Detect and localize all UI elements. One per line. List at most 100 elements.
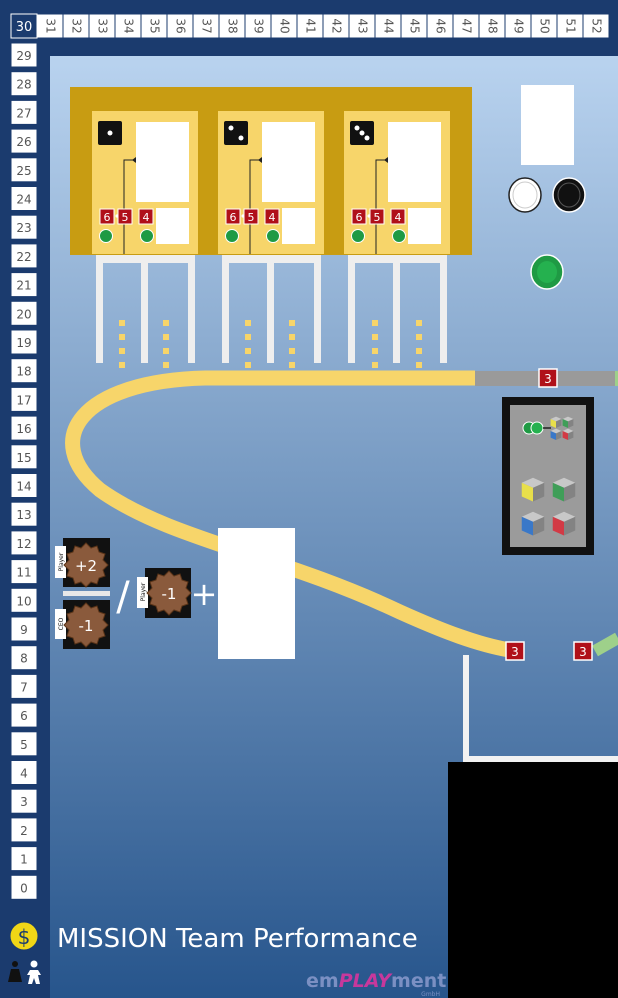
cube-green[interactable] <box>552 477 576 502</box>
score-cell-left[interactable] <box>10 874 38 900</box>
score-cell-left[interactable] <box>10 358 38 384</box>
score-cell-left[interactable] <box>10 157 38 183</box>
player-bonus-value: +2 <box>75 557 97 575</box>
score-cell-top[interactable] <box>270 13 298 39</box>
score-cell-left[interactable] <box>10 788 38 814</box>
score-cell-left[interactable] <box>10 99 38 125</box>
score-cell-left[interactable] <box>10 731 38 757</box>
cube-red[interactable] <box>552 511 576 536</box>
output-card-slot[interactable] <box>156 208 189 244</box>
score-cell-left[interactable] <box>10 71 38 97</box>
score-cell-left[interactable] <box>10 645 38 671</box>
bonus-card-slot[interactable] <box>218 528 295 659</box>
score-cell-top[interactable] <box>296 13 324 39</box>
score-cell-left[interactable] <box>10 386 38 412</box>
score-cell-left[interactable] <box>10 329 38 355</box>
input-badge-a[interactable] <box>99 208 115 225</box>
score-cell-left-label: 13 <box>16 508 31 522</box>
station-green-token-a[interactable] <box>351 229 365 243</box>
score-cell-top[interactable] <box>114 13 142 39</box>
cube-yellow[interactable] <box>521 477 545 502</box>
path-badge-mid-right-label: 3 <box>579 645 587 659</box>
input-badge-b[interactable] <box>117 208 133 225</box>
score-cell-left[interactable] <box>10 128 38 154</box>
score-cell-top[interactable] <box>374 13 402 39</box>
score-cell-left[interactable] <box>10 673 38 699</box>
score-cell-top[interactable] <box>140 13 168 39</box>
output-badge-label: 4 <box>395 211 402 224</box>
score-cell-left[interactable] <box>10 300 38 326</box>
output-card-slot[interactable] <box>408 208 441 244</box>
score-cell-left[interactable] <box>10 559 38 585</box>
score-cell-left[interactable] <box>10 473 38 498</box>
score-cell-top[interactable] <box>218 13 246 39</box>
output-badge[interactable] <box>264 208 280 225</box>
score-cell-left[interactable] <box>10 186 38 211</box>
cube-blue[interactable] <box>521 511 545 536</box>
station-green-token-a[interactable] <box>99 229 113 243</box>
station-green-token-b[interactable] <box>140 229 154 243</box>
coin-icon[interactable] <box>9 921 39 951</box>
score-cell-top-label: 33 <box>96 18 110 33</box>
input-badge-a[interactable] <box>351 208 367 225</box>
score-cell-top[interactable] <box>348 13 376 39</box>
score-cell-left[interactable] <box>10 817 38 843</box>
order-card-slot[interactable] <box>262 122 315 202</box>
input-badge-b-label: 5 <box>374 211 381 224</box>
score-cell-left[interactable] <box>10 760 38 785</box>
station-green-token-b[interactable] <box>392 229 406 243</box>
output-badge[interactable] <box>138 208 154 225</box>
info-card[interactable] <box>521 85 574 165</box>
score-cell-left[interactable] <box>10 415 38 441</box>
score-cell-top[interactable] <box>192 13 220 39</box>
score-cell-top[interactable] <box>582 13 610 39</box>
input-badge-b-label: 5 <box>248 211 255 224</box>
delivery-zone-outline <box>463 655 618 762</box>
team-icon[interactable] <box>8 960 41 985</box>
score-cell-top[interactable] <box>36 13 64 39</box>
output-badge[interactable] <box>390 208 406 225</box>
score-cell-left-label: 10 <box>16 594 31 608</box>
player-penalty-value: -1 <box>162 585 177 603</box>
output-card-slot[interactable] <box>282 208 315 244</box>
station-green-token-a[interactable] <box>225 229 239 243</box>
conveyor-green-segment <box>592 632 618 657</box>
score-cell-top[interactable] <box>452 13 480 39</box>
delivery-zone[interactable] <box>448 762 618 998</box>
score-cell-top[interactable] <box>322 13 350 39</box>
white-token[interactable] <box>508 177 542 213</box>
score-cell-top-label: 42 <box>330 18 344 33</box>
player-label-tab <box>55 546 66 578</box>
score-cell-left[interactable] <box>10 243 38 269</box>
input-badge-b[interactable] <box>243 208 259 225</box>
score-cell-top[interactable] <box>244 13 272 39</box>
station-green-token-b[interactable] <box>266 229 280 243</box>
score-cell-left[interactable] <box>10 501 38 527</box>
output-badge-label: 4 <box>143 211 150 224</box>
die-pip <box>238 135 244 141</box>
input-badge-b[interactable] <box>369 208 385 225</box>
score-cell-left[interactable] <box>10 846 38 872</box>
score-cell-left[interactable] <box>10 444 38 470</box>
path-badge-mid-right[interactable] <box>573 641 593 661</box>
path-badge-top[interactable] <box>538 368 558 388</box>
path-badge-mid-left[interactable] <box>505 641 525 661</box>
score-cell-left[interactable] <box>10 272 38 298</box>
order-card-slot[interactable] <box>388 122 441 202</box>
score-cell-left-label: 12 <box>16 537 31 551</box>
order-card-slot[interactable] <box>136 122 189 202</box>
score-cell-left[interactable] <box>10 42 38 68</box>
score-cell-left[interactable] <box>10 214 38 240</box>
score-cell-top[interactable] <box>478 13 506 39</box>
score-cell-left[interactable] <box>10 530 38 556</box>
score-cell-top[interactable] <box>166 13 194 39</box>
score-cell-left[interactable] <box>10 616 38 642</box>
input-badge-a[interactable] <box>225 208 241 225</box>
score-cell-left[interactable] <box>10 587 38 613</box>
score-cell-corner[interactable] <box>10 13 38 39</box>
fraction-bar <box>63 591 110 596</box>
score-cell-left[interactable] <box>10 702 38 728</box>
